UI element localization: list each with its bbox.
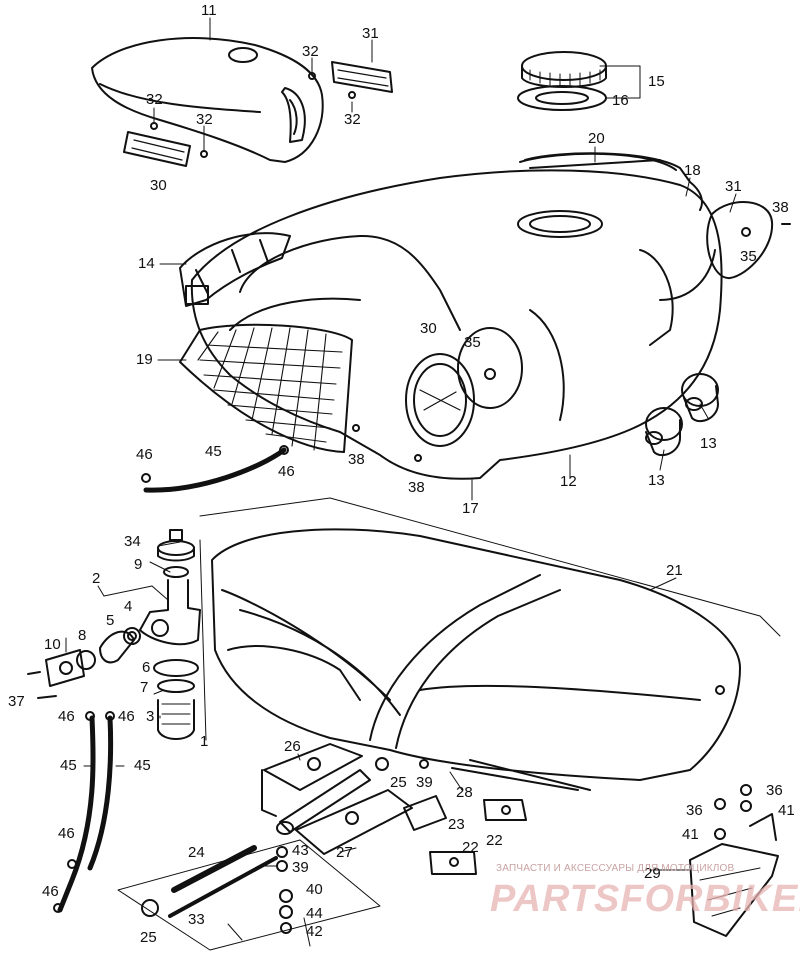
tank-rail <box>524 152 703 211</box>
seat-hinge-bracket <box>261 743 363 817</box>
callout-label: 18 <box>684 162 701 179</box>
tank-grille <box>179 323 353 453</box>
hinge-pin <box>276 769 371 835</box>
leader-lines <box>65 17 737 871</box>
callout-label: 45 <box>60 757 77 774</box>
callout-label: 32 <box>146 91 163 108</box>
callout-label: 25 <box>390 774 407 791</box>
rubber-block-22b <box>429 851 477 875</box>
callout-label: 43 <box>292 842 309 859</box>
callout-label: 13 <box>648 472 665 489</box>
callout-label: 2 <box>92 570 101 587</box>
callout-label: 22 <box>486 832 503 849</box>
fuel-hose-right <box>87 715 114 871</box>
callout-label: 41 <box>778 802 795 819</box>
rod-24 <box>171 845 257 893</box>
tank-side-emblem <box>405 327 523 447</box>
callout-label: 22 <box>462 839 479 856</box>
seat-lock-block-23 <box>403 795 447 831</box>
callout-label: 10 <box>44 636 61 653</box>
callout-label: 26 <box>284 738 301 755</box>
callout-label: 9 <box>134 556 143 573</box>
callout-label: 44 <box>306 905 323 922</box>
callout-label: 39 <box>416 774 433 791</box>
callout-label: 7 <box>140 679 149 696</box>
rubber-block-22a <box>483 799 527 821</box>
emblem-small-left <box>123 131 191 167</box>
callout-label: 46 <box>136 446 153 463</box>
callout-label: 31 <box>362 25 379 42</box>
callout-label: 31 <box>725 178 742 195</box>
callout-label: 30 <box>420 320 437 337</box>
callout-label: 28 <box>456 784 473 801</box>
callout-label: 5 <box>106 612 115 629</box>
emblem-right <box>706 201 791 280</box>
fuel-cap <box>517 51 607 111</box>
watermark-tagline: ЗАПЧАСТИ И АКСЕССУАРЫ ДЛЯ МОТОЦИКЛОВ <box>496 863 735 874</box>
callout-label: 34 <box>124 533 141 550</box>
callout-label: 38 <box>348 451 365 468</box>
callout-label: 46 <box>118 708 135 725</box>
watermark-logo: PARTSFORBIKE.RU <box>490 878 800 920</box>
callout-label: 40 <box>306 881 323 898</box>
callout-label: 14 <box>138 255 155 272</box>
callout-label: 38 <box>772 199 789 216</box>
hinge-plate <box>295 789 413 855</box>
rubber-damper-2 <box>645 407 683 457</box>
fuel-tank-small <box>91 37 324 163</box>
callout-label: 46 <box>278 463 295 480</box>
fuel-cock <box>27 529 201 740</box>
callout-label: 37 <box>8 693 25 710</box>
callout-label: 39 <box>292 859 309 876</box>
callout-label: 46 <box>58 825 75 842</box>
callout-label: 45 <box>134 757 151 774</box>
callout-label: 36 <box>686 802 703 819</box>
callout-label: 21 <box>666 562 683 579</box>
callout-label: 24 <box>188 844 205 861</box>
callout-label: 19 <box>136 351 153 368</box>
callout-label: 35 <box>740 248 757 265</box>
callout-label: 13 <box>700 435 717 452</box>
callout-label: 4 <box>124 598 133 615</box>
callout-label: 30 <box>150 177 167 194</box>
callout-label: 15 <box>648 73 665 90</box>
callout-label: 32 <box>302 43 319 60</box>
callout-label: 42 <box>306 923 323 940</box>
callout-label: 36 <box>766 782 783 799</box>
callout-label: 32 <box>196 111 213 128</box>
callout-label: 33 <box>188 911 205 928</box>
fuel-hose-left <box>57 715 96 913</box>
fuel-hose-top <box>143 447 287 493</box>
callout-label: 41 <box>682 826 699 843</box>
seat <box>211 528 741 791</box>
callout-label: 46 <box>58 708 75 725</box>
callout-label: 8 <box>78 627 87 644</box>
callout-label: 12 <box>560 473 577 490</box>
callout-label: 20 <box>588 130 605 147</box>
callout-label: 16 <box>612 92 629 109</box>
callout-label: 27 <box>336 844 353 861</box>
callout-label: 25 <box>140 929 157 946</box>
callout-label: 45 <box>205 443 222 460</box>
callout-label: 35 <box>464 334 481 351</box>
callout-label: 17 <box>462 500 479 517</box>
rod-33 <box>168 856 278 918</box>
tank-bracket <box>179 232 291 307</box>
callout-label: 11 <box>201 2 217 19</box>
rubber-damper-1 <box>681 373 719 423</box>
callout-label: 6 <box>142 659 151 676</box>
callout-label: 46 <box>42 883 59 900</box>
emblem-small-right <box>331 61 393 93</box>
callout-label: 38 <box>408 479 425 496</box>
callout-label: 1 <box>200 733 209 750</box>
callout-label: 3 <box>146 708 155 725</box>
seat-lock-29 <box>689 813 779 937</box>
callout-label: 23 <box>448 816 465 833</box>
callout-label: 32 <box>344 111 361 128</box>
callout-label: 29 <box>644 865 661 882</box>
